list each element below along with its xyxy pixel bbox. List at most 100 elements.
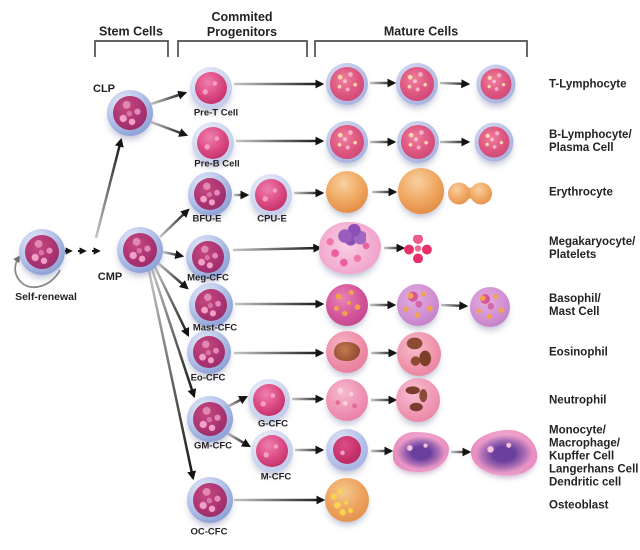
label-neutrophil: Neutrophil bbox=[549, 394, 607, 407]
self-renewal-arrow bbox=[13, 255, 61, 288]
cell-nucleus bbox=[192, 482, 228, 518]
cell-erythroblast bbox=[326, 171, 368, 213]
cell-m-cfc bbox=[251, 430, 293, 472]
bracket-committed-progenitors bbox=[177, 40, 308, 57]
label-bfu-e: BFU-E bbox=[192, 213, 222, 225]
arrow bbox=[153, 266, 190, 338]
cell-gm-cfc bbox=[187, 396, 233, 442]
arrow bbox=[94, 137, 124, 239]
cell-platelets bbox=[404, 235, 432, 263]
arrow bbox=[150, 120, 189, 137]
cell-t-lymphocyte-2 bbox=[396, 63, 438, 105]
header-mature-cells: Mature Cells bbox=[383, 24, 459, 39]
label-b-lymphocyte: B-Lymphocyte/ Plasma Cell bbox=[549, 129, 632, 154]
cell-eosinophil-1 bbox=[326, 331, 368, 373]
cell-megakaryocyte bbox=[319, 222, 381, 274]
arrow bbox=[157, 262, 189, 290]
cell-nucleus bbox=[112, 95, 148, 131]
cell-b-lymphocyte-3 bbox=[474, 122, 514, 162]
bracket-stem-cells bbox=[94, 40, 169, 57]
cell-monocyte bbox=[326, 429, 368, 471]
label-m-cfc: M-CFC bbox=[260, 471, 292, 483]
cell-eo-cfc bbox=[187, 330, 231, 374]
cell-macrophage-1 bbox=[393, 432, 449, 472]
label-osteoblast: Osteoblast bbox=[549, 499, 609, 512]
label-g-cfc: G-CFC bbox=[257, 418, 289, 430]
cell-nucleus bbox=[254, 178, 288, 212]
label-pre-t: Pre-T Cell bbox=[193, 107, 239, 119]
cell-osteoblast bbox=[325, 478, 369, 522]
cell-b-lymphocyte-1 bbox=[326, 121, 368, 163]
label-eo-cfc: Eo-CFC bbox=[190, 372, 226, 384]
arrow bbox=[439, 79, 471, 89]
label-erythrocyte: Erythrocyte bbox=[549, 186, 613, 199]
cell-nucleus bbox=[480, 68, 512, 100]
cell-t-lymphocyte-3 bbox=[476, 64, 516, 104]
cell-cpu-e bbox=[250, 174, 292, 216]
cell-bfu-e bbox=[188, 172, 232, 216]
label-meg-cfc: Meg-CFC bbox=[187, 272, 229, 284]
cell-nucleus bbox=[401, 125, 435, 159]
cell-nucleus bbox=[252, 383, 286, 417]
cell-clp bbox=[107, 90, 153, 136]
cell-eosinophil-2 bbox=[397, 332, 441, 376]
cell-pre-t bbox=[190, 67, 232, 109]
cell-nucleus bbox=[196, 126, 230, 160]
label-monocyte-group: Monocyte/ Macrophage/ Kupffer Cell Lange… bbox=[549, 424, 639, 489]
cell-nucleus bbox=[330, 125, 364, 159]
arrow bbox=[159, 208, 190, 238]
cell-oc-cfc bbox=[187, 477, 233, 523]
cell-nucleus bbox=[192, 401, 228, 437]
cell-basophil-1 bbox=[326, 284, 368, 326]
label-mast-cfc: Mast-CFC bbox=[192, 322, 238, 334]
label-oc-cfc: OC-CFC bbox=[190, 526, 228, 538]
cell-nucleus bbox=[255, 434, 289, 468]
cell-meg-cfc bbox=[186, 235, 230, 279]
cell-nucleus bbox=[194, 71, 228, 105]
arrow bbox=[150, 90, 188, 106]
cell-erythrocyte-round bbox=[398, 168, 444, 214]
label-self-renewal: Self-renewal bbox=[15, 291, 77, 303]
cell-mast-cell bbox=[470, 287, 510, 327]
label-megakaryocyte: Megakaryocyte/ Platelets bbox=[549, 236, 636, 261]
label-gm-cfc: GM-CFC bbox=[194, 440, 232, 452]
header-committed-progenitors: Commited Progenitors bbox=[206, 10, 278, 39]
cell-nucleus bbox=[400, 67, 434, 101]
label-clp: CLP bbox=[93, 83, 115, 95]
cell-t-lymphocyte-1 bbox=[326, 63, 368, 105]
label-basophil: Basophil/ Mast Cell bbox=[549, 293, 601, 318]
cell-nucleus bbox=[194, 288, 228, 322]
cell-nucleus bbox=[193, 177, 227, 211]
arrow bbox=[440, 301, 469, 311]
cell-nucleus bbox=[478, 126, 510, 158]
cell-nucleus bbox=[24, 234, 60, 270]
arrow bbox=[226, 395, 248, 409]
header-stem-cells: Stem Cells bbox=[99, 24, 163, 39]
label-cmp: CMP bbox=[97, 271, 123, 283]
arrow bbox=[150, 268, 197, 399]
bracket-mature-cells bbox=[314, 40, 528, 57]
cell-mast-cfc bbox=[189, 283, 233, 327]
cell-pre-b bbox=[192, 122, 234, 164]
cell-neutrophil-2 bbox=[396, 378, 440, 422]
label-t-lymphocyte: T-Lymphocyte bbox=[549, 78, 627, 91]
cell-nucleus bbox=[191, 240, 225, 274]
label-cpu-e: CPU-E bbox=[257, 213, 287, 225]
cell-nucleus bbox=[192, 335, 226, 369]
arrow bbox=[162, 250, 185, 260]
arrow bbox=[232, 243, 323, 253]
cell-nucleus bbox=[330, 67, 364, 101]
label-pre-b: Pre-B Cell bbox=[194, 158, 240, 170]
arrow bbox=[226, 431, 251, 448]
label-eosinophil: Eosinophil bbox=[549, 346, 608, 359]
cell-nucleus bbox=[332, 435, 362, 465]
cell-nucleus bbox=[122, 232, 158, 268]
cell-neutrophil-1 bbox=[326, 379, 368, 421]
cell-erythrocyte-dumbbell bbox=[456, 187, 484, 199]
cell-b-lymphocyte-2 bbox=[397, 121, 439, 163]
cell-basophil-2 bbox=[397, 284, 439, 326]
arrow bbox=[147, 270, 196, 481]
cell-hematopoietic-stem-cell bbox=[19, 229, 65, 275]
